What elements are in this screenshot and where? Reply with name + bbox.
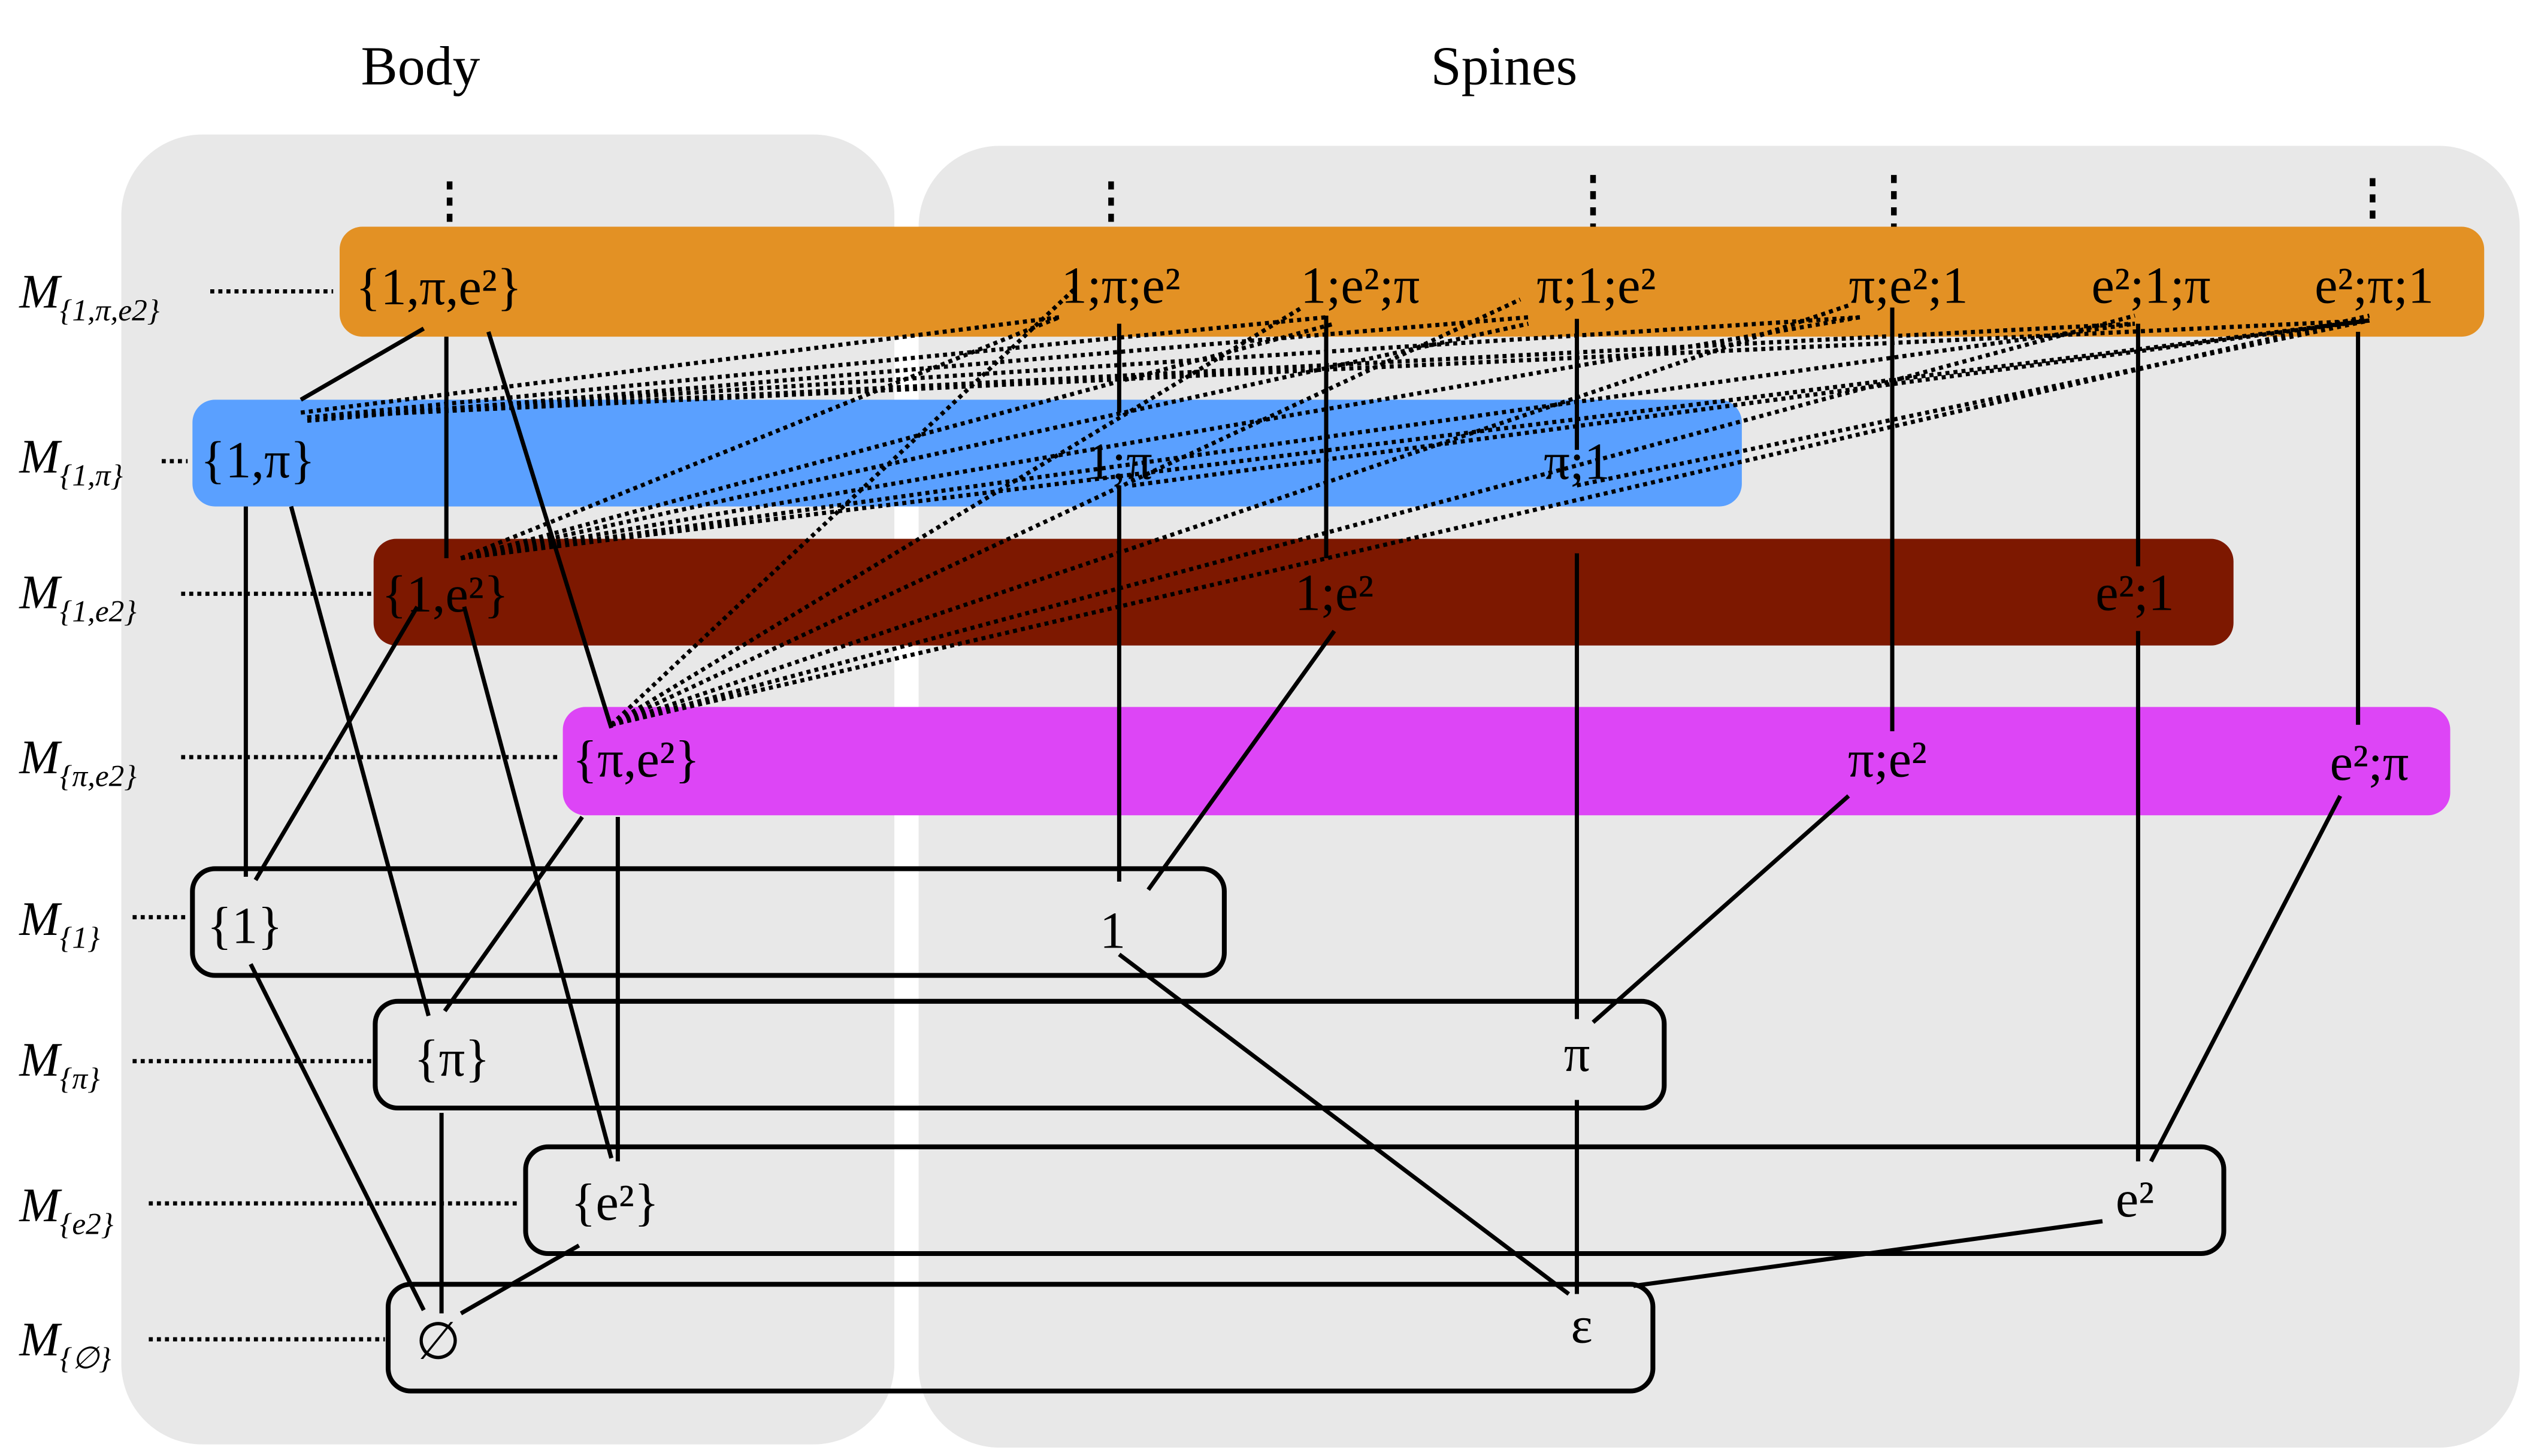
spine-node: e²;1;π bbox=[2091, 256, 2210, 314]
label-M-pi-e2: M{π,e2} bbox=[19, 730, 137, 794]
band-1-pi-e2 bbox=[340, 226, 2485, 337]
spine-nodes: 1;π;e² 1;e²;π π;1;e² π;e²;1 e²;1;π e²;π;… bbox=[1061, 256, 2434, 1354]
body-node-1: {1} bbox=[207, 897, 283, 955]
label-M-1: M{1} bbox=[19, 892, 100, 955]
label-leaders bbox=[132, 289, 558, 1342]
label-M-pi: M{π} bbox=[19, 1033, 100, 1096]
spine-node: e²;π bbox=[2330, 734, 2409, 791]
continuation-dots bbox=[446, 175, 2376, 227]
label-M-empty: M{∅} bbox=[19, 1312, 111, 1376]
spine-node: π;1;e² bbox=[1536, 256, 1656, 314]
label-M-1-e2: M{1,e2} bbox=[19, 565, 137, 629]
box-empty bbox=[385, 1282, 1656, 1394]
spine-node: 1 bbox=[1100, 902, 1126, 959]
spine-node: e²;π;1 bbox=[2315, 256, 2434, 314]
dotted-edges bbox=[300, 286, 2370, 727]
spine-node: 1;e² bbox=[1295, 564, 1374, 621]
spine-node: e² bbox=[2116, 1170, 2154, 1228]
body-node-1-e2: {1,e²} bbox=[382, 565, 509, 623]
spine-node: ε bbox=[1571, 1297, 1592, 1354]
band-pi-e2 bbox=[562, 707, 2451, 816]
spine-node: π;e² bbox=[1848, 731, 1927, 788]
level-labels: M{1,π,e2} M{1,π} M{1,e2} M{π,e2} M{1} M{… bbox=[19, 265, 159, 1376]
body-node-1-pi-e2: {1,π,e²} bbox=[356, 258, 522, 316]
box-1 bbox=[190, 866, 1227, 978]
label-M-1-pi-e2: M{1,π,e2} bbox=[19, 265, 159, 328]
body-node-empty: ∅ bbox=[416, 1313, 461, 1370]
body-nodes: {1,π,e²} {1,π} {1,e²} {π,e²} {1} {π} {e²… bbox=[201, 258, 700, 1370]
spine-node: e²;1 bbox=[2095, 564, 2174, 621]
body-header: Body bbox=[361, 35, 480, 96]
box-pi bbox=[373, 998, 1667, 1111]
body-node-pi-e2: {π,e²} bbox=[573, 731, 700, 788]
spines-header: Spines bbox=[1431, 35, 1578, 96]
spine-node: π bbox=[1564, 1025, 1590, 1082]
body-node-e2: {e²} bbox=[571, 1173, 659, 1231]
spine-node: 1;π;e² bbox=[1061, 256, 1181, 314]
band-1-pi bbox=[192, 399, 1742, 507]
body-node-pi: {π} bbox=[414, 1030, 490, 1087]
spine-node: π;1 bbox=[1544, 433, 1610, 491]
spine-node: 1;e²;π bbox=[1300, 256, 1420, 314]
spine-node: π;e²;1 bbox=[1849, 256, 1968, 314]
label-M-1-pi: M{1,π} bbox=[19, 429, 123, 493]
spine-node: 1;π bbox=[1086, 433, 1152, 491]
body-node-1-pi: {1,π} bbox=[201, 431, 315, 489]
label-M-e2: M{e2} bbox=[19, 1178, 113, 1242]
